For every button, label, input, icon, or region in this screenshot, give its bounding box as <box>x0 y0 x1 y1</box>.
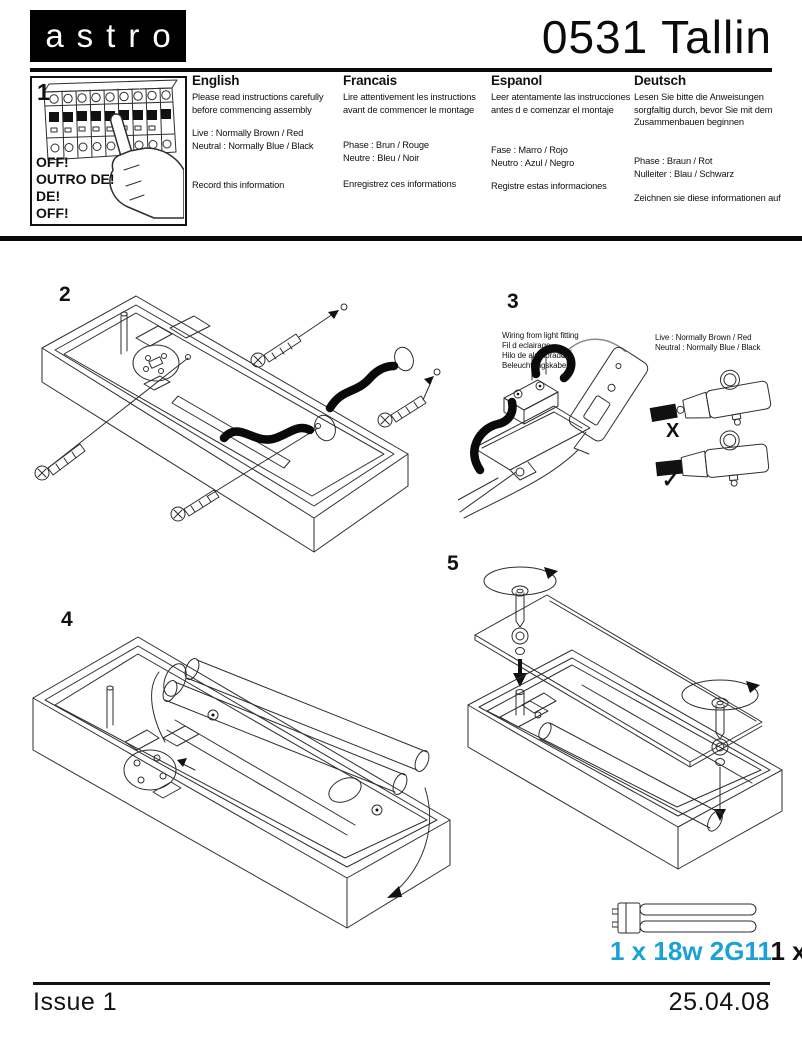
lang-column-english: English Please read instructions careful… <box>192 73 345 191</box>
2g11-lamp-icon <box>612 898 762 938</box>
lang-live: Phase : Braun / Rot <box>634 156 713 167</box>
lang-record: Enregistrez ces informations <box>343 178 457 189</box>
lang-neutral: Neutral : Normally Blue / Black <box>192 140 314 151</box>
lang-intro: Please read instructions carefully befor… <box>192 92 324 115</box>
lang-intro: Leer atentamente las instrucciones antes… <box>491 92 631 115</box>
lang-record: Record this information <box>192 179 285 190</box>
power-off-warning: OFF! OUTRO DE! DE! OFF! <box>36 154 115 221</box>
circuit-breaker-illustration <box>32 78 185 223</box>
pointing-hand <box>109 113 185 219</box>
lang-intro: Lire attentivement les instructions avan… <box>343 92 476 115</box>
brand-logo-text: astro <box>45 17 184 54</box>
issue-label: Issue 1 <box>33 988 118 1016</box>
brand-logo: astro <box>30 10 186 62</box>
lang-column-deutsch: Deutsch Lesen Sie bitte die Anweisungen … <box>634 73 787 204</box>
issue-date: 25.04.08 <box>668 988 770 1016</box>
page-title: 0531 Tallin <box>541 11 772 63</box>
lang-heading: English <box>192 73 240 88</box>
lang-heading: Deutsch <box>634 73 686 88</box>
lang-live: Fase : Marro / Rojo <box>491 145 568 156</box>
step3-wiring-illustration <box>458 300 802 535</box>
step5-cover-fix-illustration <box>452 555 802 885</box>
lang-intro: Lesen Sie bitte die Anweisungen sorgfalt… <box>634 92 773 127</box>
lang-neutral: Neutre : Bleu / Noir <box>343 152 420 163</box>
lang-live: Phase : Brun / Rouge <box>343 140 429 151</box>
lang-heading: Espanol <box>491 73 543 88</box>
wrong-mark: X <box>666 420 680 442</box>
lamp-spec: 1 x 18w 2G111 x <box>610 936 802 967</box>
step1-number: 1 <box>37 79 50 105</box>
footer-divider <box>33 982 770 985</box>
section-divider <box>0 236 802 241</box>
correct-mark: ✓ <box>662 470 679 492</box>
lang-record: Zeichnen sie diese informationen auf <box>634 192 781 203</box>
lang-column-francais: Francais Lire attentivement les instruct… <box>343 73 496 190</box>
step4-number: 4 <box>61 608 73 631</box>
step1-panel: 1 OFF! OUTRO DE! DE! OFF! <box>30 76 187 226</box>
step3-number: 3 <box>507 290 519 313</box>
lang-neutral: Nulleiter : Blau / Schwarz <box>634 168 734 179</box>
step2-number: 2 <box>59 283 71 306</box>
lang-heading: Francais <box>343 73 397 88</box>
step2-backbox-illustration <box>28 268 458 553</box>
lamp-spec-overflow: 1 x <box>770 936 802 966</box>
wire-colour-label: Live : Normally Brown / Red Neutral : No… <box>655 333 761 352</box>
step4-lamp-insert-illustration <box>25 620 470 930</box>
lang-neutral: Neutro : Azul / Negro <box>491 157 575 168</box>
lang-live: Live : Normally Brown / Red <box>192 128 304 139</box>
lang-column-espanol: Espanol Leer atentamente las instruccion… <box>491 73 644 192</box>
step5-number: 5 <box>447 552 459 575</box>
lang-record: Registre estas informaciones <box>491 180 607 191</box>
header-divider <box>30 68 772 72</box>
lamp-spec-text: 1 x 18w 2G11 <box>610 936 771 966</box>
wiring-source-label: Wiring from light fitting Fil d eclairag… <box>502 331 579 370</box>
